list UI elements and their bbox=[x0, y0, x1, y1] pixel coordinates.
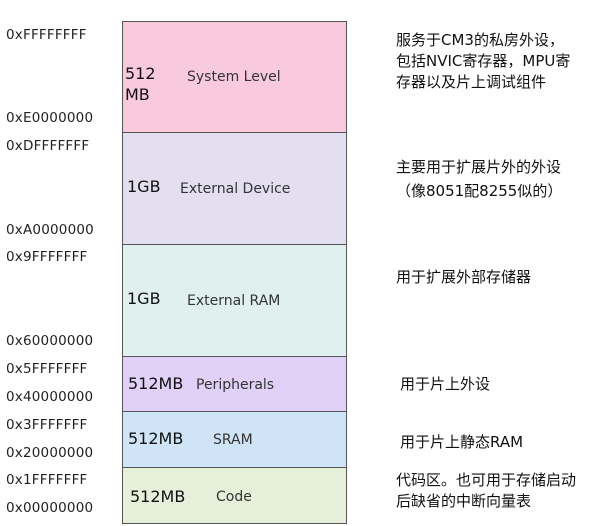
address-label: 0x9FFFFFFF bbox=[6, 249, 88, 265]
description-line: 服务于CM3的私房外设， bbox=[396, 31, 564, 49]
description-line: 主要用于扩展片外的外设 bbox=[396, 158, 562, 176]
region-description: 用于扩展外部存储器 bbox=[396, 267, 531, 288]
region-name: External Device bbox=[180, 181, 291, 197]
description-line: 用于片上静态RAM bbox=[400, 433, 524, 451]
region-sram: 512MB SRAM bbox=[122, 411, 347, 468]
address-label: 0x20000000 bbox=[6, 445, 94, 461]
description-line: 存器以及片上调试组件 bbox=[396, 73, 547, 91]
description-line: 代码区。也可用于存储启动 bbox=[396, 471, 577, 489]
region-description: 主要用于扩展片外的外设 （像8051配8255似的） bbox=[396, 157, 562, 202]
region-size: 512MB bbox=[128, 429, 184, 448]
region-external-device: 1GB External Device bbox=[122, 132, 347, 245]
region-system-level: 512 MB System Level bbox=[122, 21, 347, 133]
region-size: 512MB bbox=[130, 487, 186, 506]
address-label: 0x40000000 bbox=[6, 389, 94, 405]
region-description: 用于片上外设 bbox=[400, 374, 490, 395]
region-name: System Level bbox=[187, 69, 281, 85]
address-label: 0xDFFFFFFF bbox=[6, 138, 90, 154]
region-external-ram: 1GB External RAM bbox=[122, 244, 347, 357]
address-label: 0x00000000 bbox=[6, 500, 94, 516]
description-line: 后缺省的中断向量表 bbox=[396, 492, 532, 510]
region-name: External RAM bbox=[187, 293, 281, 309]
address-label: 0x60000000 bbox=[6, 333, 94, 349]
region-name: Peripherals bbox=[196, 377, 275, 393]
address-label: 0x3FFFFFFF bbox=[6, 417, 88, 433]
address-label: 0x1FFFFFFF bbox=[6, 472, 88, 488]
region-description: 代码区。也可用于存储启动 后缺省的中断向量表 bbox=[396, 470, 576, 512]
address-label: 0x5FFFFFFF bbox=[6, 361, 88, 377]
description-line: 用于片上外设 bbox=[400, 375, 491, 393]
region-name: SRAM bbox=[213, 432, 253, 448]
address-label: 0xFFFFFFFF bbox=[6, 27, 87, 43]
address-label: 0xE0000000 bbox=[6, 110, 94, 126]
region-size: 512 bbox=[125, 64, 156, 83]
region-size: 1GB bbox=[127, 177, 161, 196]
region-name: Code bbox=[216, 489, 252, 505]
region-description: 用于片上静态RAM bbox=[400, 432, 523, 453]
region-size: MB bbox=[125, 85, 150, 104]
region-code: 512MB Code bbox=[122, 467, 347, 524]
region-description: 服务于CM3的私房外设， 包括NVIC寄存器，MPU寄 存器以及片上调试组件 bbox=[396, 30, 570, 93]
region-size: 512MB bbox=[128, 374, 184, 393]
description-line: 用于扩展外部存储器 bbox=[396, 268, 532, 286]
description-line: （像8051配8255似的） bbox=[396, 182, 563, 200]
region-peripherals: 512MB Peripherals bbox=[122, 356, 347, 412]
address-label: 0xA0000000 bbox=[6, 222, 94, 238]
region-size: 1GB bbox=[127, 289, 161, 308]
description-line: 包括NVIC寄存器，MPU寄 bbox=[396, 52, 571, 70]
